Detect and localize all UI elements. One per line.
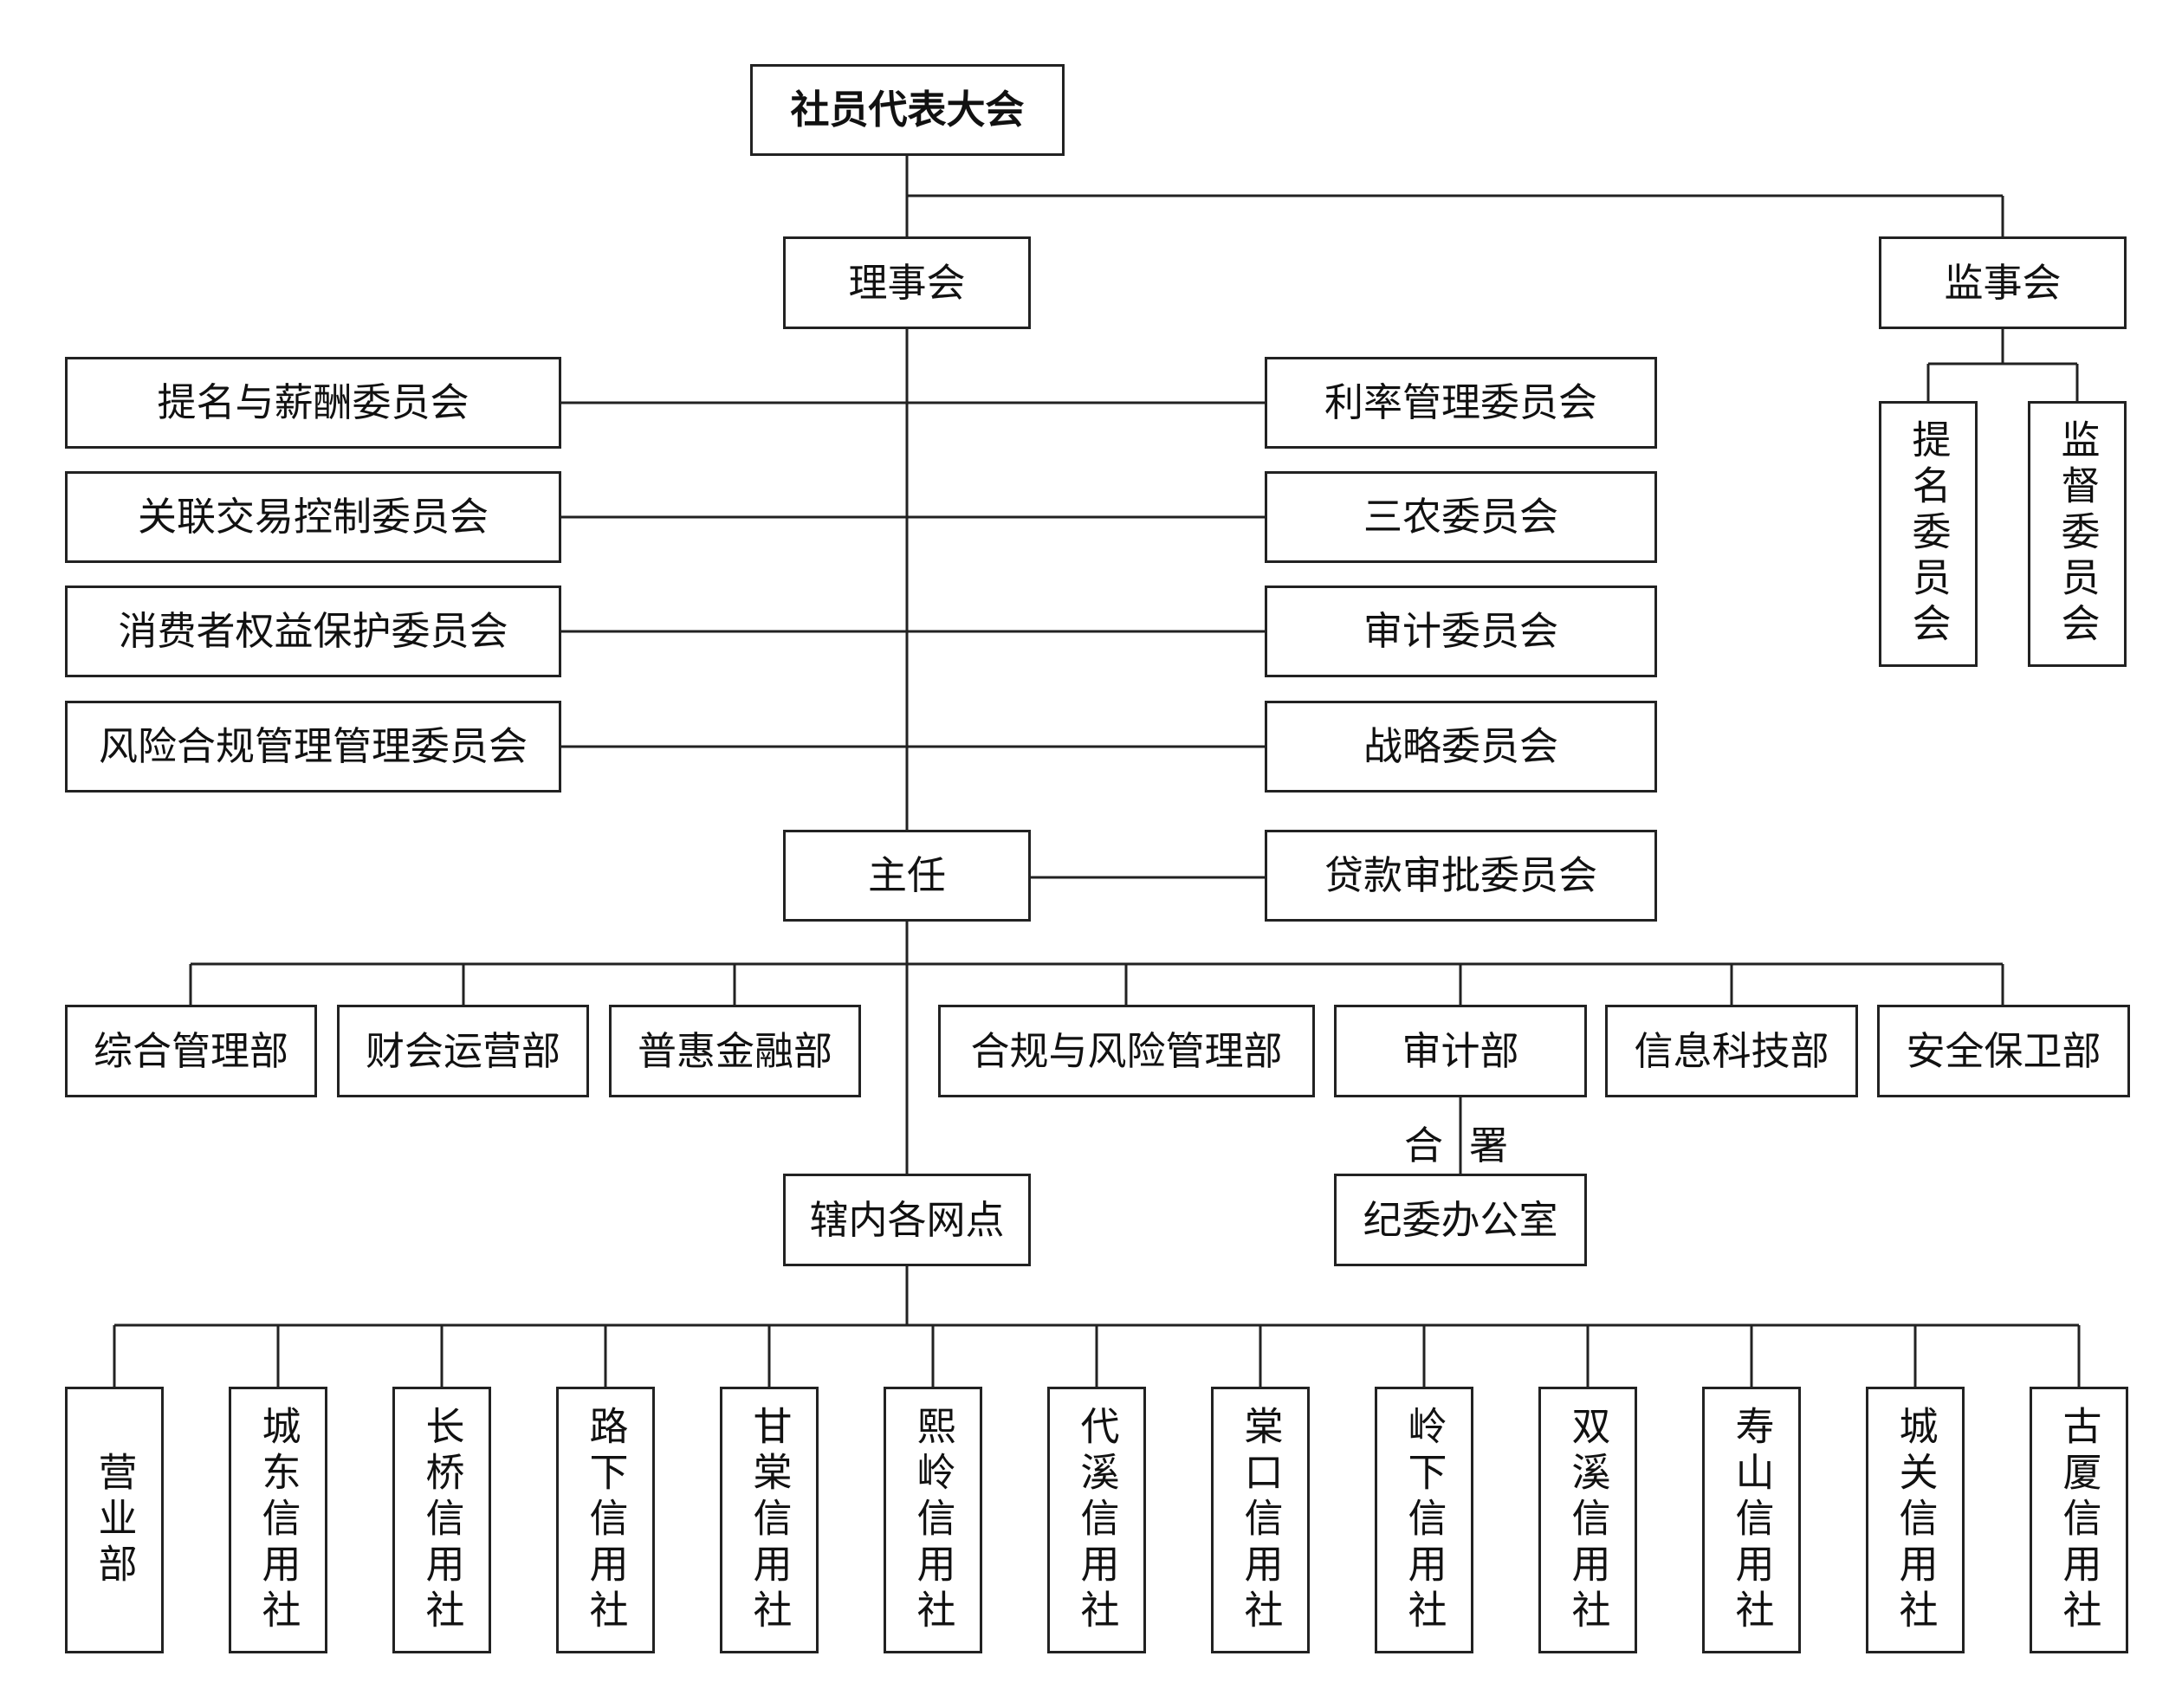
branch-label: 代溪信用社 [1073, 1405, 1120, 1635]
outlets-node: 辖内各网点 [783, 1174, 1031, 1266]
department-3: 普惠金融部 [609, 1005, 861, 1097]
sup-committee-oversight-label: 监督委员会 [2054, 419, 2101, 649]
committee-right-1: 利率管理委员会 [1265, 357, 1657, 449]
department-7: 安全保卫部 [1877, 1005, 2130, 1097]
department-5: 审计部 [1334, 1005, 1587, 1097]
branch-10: 双溪信用社 [1538, 1387, 1637, 1653]
joint-office-label-right: 署 [1469, 1122, 1509, 1168]
branch-1: 营业部 [65, 1387, 164, 1653]
committee-left-3: 消费者权益保护委员会 [65, 586, 561, 677]
department-2: 财会运营部 [337, 1005, 589, 1097]
committee-right-2: 三农委员会 [1265, 471, 1657, 563]
branch-3: 长桥信用社 [392, 1387, 491, 1653]
branch-label: 棠口信用社 [1237, 1405, 1284, 1635]
branch-label: 双溪信用社 [1564, 1405, 1611, 1635]
branch-4: 路下信用社 [556, 1387, 655, 1653]
branch-label: 长桥信用社 [418, 1405, 465, 1635]
branch-label: 城关信用社 [1892, 1405, 1939, 1635]
discipline-office-node: 纪委办公室 [1334, 1174, 1587, 1266]
branch-label: 熙岭信用社 [910, 1405, 956, 1635]
branch-6: 熙岭信用社 [884, 1387, 982, 1653]
branch-label: 路下信用社 [582, 1405, 629, 1635]
supervisory-board-node: 监事会 [1879, 236, 2127, 329]
sup-committee-oversight-node: 监督委员会 [2028, 401, 2127, 667]
branch-label: 岭下信用社 [1401, 1405, 1447, 1635]
department-1: 综合管理部 [65, 1005, 317, 1097]
loan-committee-node: 贷款审批委员会 [1265, 830, 1657, 922]
branch-label: 城东信用社 [255, 1405, 301, 1635]
branch-12: 城关信用社 [1866, 1387, 1965, 1653]
branch-label: 甘棠信用社 [746, 1405, 793, 1635]
committee-left-1: 提名与薪酬委员会 [65, 357, 561, 449]
branch-9: 岭下信用社 [1375, 1387, 1473, 1653]
director-node: 主任 [783, 830, 1031, 922]
board-node: 理事会 [783, 236, 1031, 329]
committee-left-4: 风险合规管理管理委员会 [65, 701, 561, 793]
branch-7: 代溪信用社 [1047, 1387, 1146, 1653]
branch-13: 古厦信用社 [2030, 1387, 2128, 1653]
branch-8: 棠口信用社 [1211, 1387, 1310, 1653]
branch-label: 古厦信用社 [2056, 1405, 2102, 1635]
general-assembly-node: 社员代表大会 [750, 64, 1065, 156]
department-4: 合规与风险管理部 [938, 1005, 1315, 1097]
branch-11: 寿山信用社 [1702, 1387, 1801, 1653]
branch-2: 城东信用社 [229, 1387, 327, 1653]
sup-committee-nomination-node: 提名委员会 [1879, 401, 1978, 667]
department-6: 信息科技部 [1605, 1005, 1858, 1097]
joint-office-label-left: 合 [1404, 1122, 1444, 1168]
committee-right-3: 审计委员会 [1265, 586, 1657, 677]
committee-right-4: 战略委员会 [1265, 701, 1657, 793]
committee-left-2: 关联交易控制委员会 [65, 471, 561, 563]
branch-label: 寿山信用社 [1728, 1405, 1775, 1635]
sup-committee-nomination-label: 提名委员会 [1905, 419, 1952, 649]
branch-5: 甘棠信用社 [720, 1387, 819, 1653]
branch-label: 营业部 [91, 1451, 138, 1589]
